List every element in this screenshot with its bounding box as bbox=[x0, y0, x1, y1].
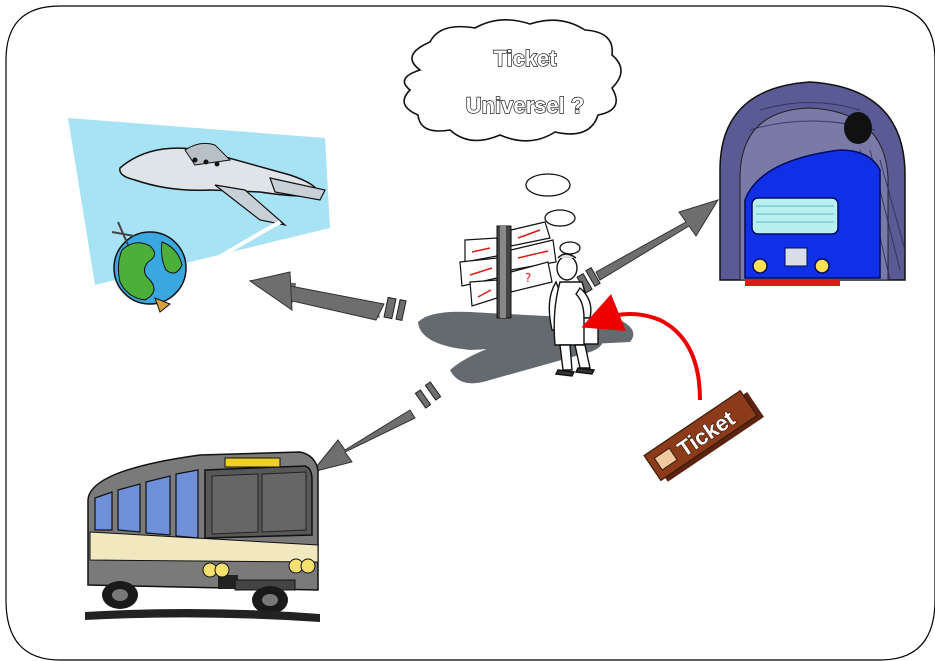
crossroad-shadow bbox=[418, 312, 633, 384]
bus-icon bbox=[85, 452, 320, 622]
tunnel-train-icon bbox=[720, 82, 905, 286]
arrow-to-plane bbox=[250, 272, 406, 320]
ticket-icon: Ticket bbox=[644, 388, 764, 485]
thought-line-1: Ticket bbox=[493, 46, 557, 71]
thought-bubble: Ticket Universel ? bbox=[404, 20, 621, 141]
svg-text:?: ? bbox=[525, 271, 531, 285]
thought-line-2: Universel ? bbox=[466, 93, 585, 118]
arrow-to-train bbox=[577, 200, 718, 293]
arrow-to-bus bbox=[312, 382, 441, 472]
signpost-icon: ? bbox=[460, 222, 556, 318]
